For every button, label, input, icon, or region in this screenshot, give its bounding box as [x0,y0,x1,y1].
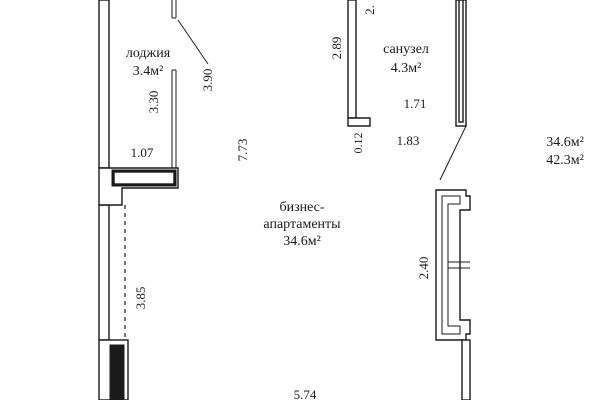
room-area-loggia: 3.4м² [133,64,164,79]
dimension-label-2-top: 2. [362,5,377,15]
loggia-door-swing [177,19,209,65]
bathroom-left-wall [347,0,357,119]
dimension-label-2-89: 2.89 [329,37,344,60]
dimension-label-1-07: 1.07 [131,145,154,160]
dimension-label-7-73: 7.73 [235,139,250,162]
room-name-loggia: лоджия [126,46,171,61]
bathroom-right-wall-inner [458,0,464,123]
right-wall-block [435,189,471,341]
left-outer-wall-middle [98,204,110,341]
right-wall-lower [461,339,471,400]
dimension-label-1-83: 1.83 [397,133,420,148]
loggia-partition-inner [113,171,175,185]
right-wall-inner [441,195,461,335]
dimension-label-2-40: 2.40 [416,257,431,280]
bathroom-door-swing [439,125,467,181]
bathroom-left-wall-foot [347,117,371,127]
left-outer-wall-upper [98,0,110,169]
dimension-label-3-30: 3.30 [146,91,161,114]
summary-living-area: 34.6м² [546,135,584,150]
dimension-label-5-74: 5.74 [294,387,317,400]
room-name-main-line1: бизнес- [279,200,324,215]
summary-total-area: 42.3м² [546,153,584,168]
left-wall-column [109,344,125,400]
dimension-label-3-85: 3.85 [133,287,148,310]
dimension-label-3-90: 3.90 [200,69,215,92]
room-area-bathroom: 4.3м² [391,61,422,76]
room-name-main-line2: апартаменты [263,217,341,232]
room-area-main: 34.6м² [283,234,321,249]
dimension-label-0-12: 0.12 [351,133,365,154]
room-name-bathroom: санузел [383,42,429,57]
dimension-label-1-71: 1.71 [404,96,427,111]
